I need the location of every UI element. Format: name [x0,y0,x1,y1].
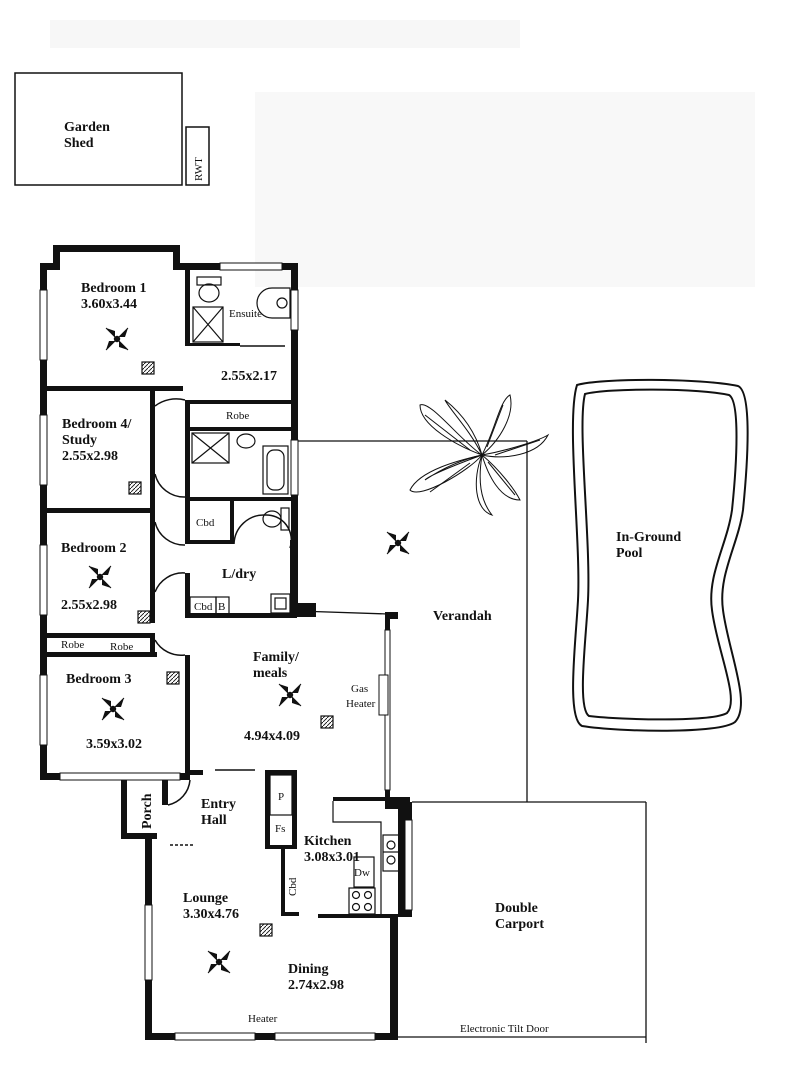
cbd-laundry-label: Cbd [194,601,213,613]
ensuite-size: 2.55x2.17 [221,369,277,384]
laundry-fixtures [189,593,291,615]
carport-label-1: Double [495,901,538,916]
basin-icon [256,287,291,319]
ceiling-fan-icon [278,683,302,707]
windows [39,262,413,1041]
heating-vent-icon [141,361,155,375]
heater-label: Heater [248,1013,278,1025]
verandah-outline [297,440,528,802]
in-ground-pool: In-Ground Pool [571,378,749,732]
kitchen-name: Kitchen [304,834,352,849]
door-swings [154,345,298,806]
gas-heater-label-1: Gas [351,683,368,695]
room-labels: Bedroom 1 3.60x3.44 Ensuite 2.55x2.17 Ro… [61,281,549,1035]
heating-vent-icon [259,923,273,937]
fridge-label: Fs [275,823,285,835]
heating-vent-icon [320,715,334,729]
cbd-kitchen-label: Cbd [287,877,299,896]
lounge-name: Lounge [183,891,228,906]
heating-vent-icon [166,671,180,685]
robe-main-label: Robe [226,410,249,422]
ensuite-name: Ensuite [229,308,262,320]
rainwater-tank: RWT [185,126,210,186]
bedroom1-size: 3.60x3.44 [81,297,137,312]
heating-vent-icon [128,481,142,495]
bedroom2-name: Bedroom 2 [61,541,126,556]
ceiling-fan-icon [207,950,231,974]
family-size: 4.94x4.09 [244,729,300,744]
shower-icon [191,432,230,464]
dining-size: 2.74x2.98 [288,978,344,993]
entry-label-1: Entry [201,797,236,812]
porch-label: Porch [140,793,155,829]
ensuite-fixtures [192,276,291,343]
ceiling-fan-icon [386,531,410,555]
garden-shed-label-2: Shed [64,136,94,151]
heating-vent-icon [137,610,151,624]
shower-icon [192,306,224,343]
heating-vent-icons [128,361,334,937]
palm-tree-icon [409,394,550,516]
garden-shed-label-1: Garden [64,120,110,135]
rwt-label: RWT [193,157,205,181]
dishwasher-label: Dw [354,867,370,879]
lounge-size: 3.30x4.76 [183,907,239,922]
bathroom-fixtures [191,432,290,531]
carport-outline [398,801,647,1043]
toilet-icon [196,276,222,303]
ceiling-fan-icon [105,327,129,351]
gas-heater-label-2: Heater [346,698,376,710]
robe-b2-label: Robe [61,639,84,651]
bedroom4-size: 2.55x2.98 [62,449,118,464]
bedroom3-size: 3.59x3.02 [86,737,142,752]
cbd-hall-label: Cbd [196,517,215,529]
carport-label-2: Carport [495,917,544,932]
family-name-2: meals [253,666,288,681]
bedroom4-name-2: Study [62,433,97,448]
robe-b3-label: Robe [110,641,133,653]
pool-label-1: In-Ground [616,530,681,545]
pool-label-2: Pool [616,546,643,561]
bedroom4-name-1: Bedroom 4/ [62,417,132,432]
entry-label-2: Hall [201,813,227,828]
cooktop-icon [348,887,376,915]
family-name-1: Family/ [253,650,300,665]
bath-icon [262,445,289,495]
kitchen-size: 3.08x3.01 [304,850,360,865]
tilt-door-label: Electronic Tilt Door [460,1023,549,1035]
kitchen-fixtures [269,774,400,915]
ceiling-fan-icon [101,697,125,721]
bedroom3-name: Bedroom 3 [66,672,131,687]
bedroom2-size: 2.55x2.98 [61,598,117,613]
laundry-label: L/dry [222,567,256,582]
basin-icon [236,433,256,449]
toilet-icon [262,507,290,531]
sink-icon [382,834,400,872]
b-laundry-label: B [218,601,225,613]
pantry-label: P [278,791,284,803]
dining-name: Dining [288,962,328,977]
verandah-label: Verandah [433,609,492,624]
bedroom1-name: Bedroom 1 [81,281,146,296]
ceiling-fan-icon [88,565,112,589]
garden-shed: Garden Shed [14,72,183,186]
